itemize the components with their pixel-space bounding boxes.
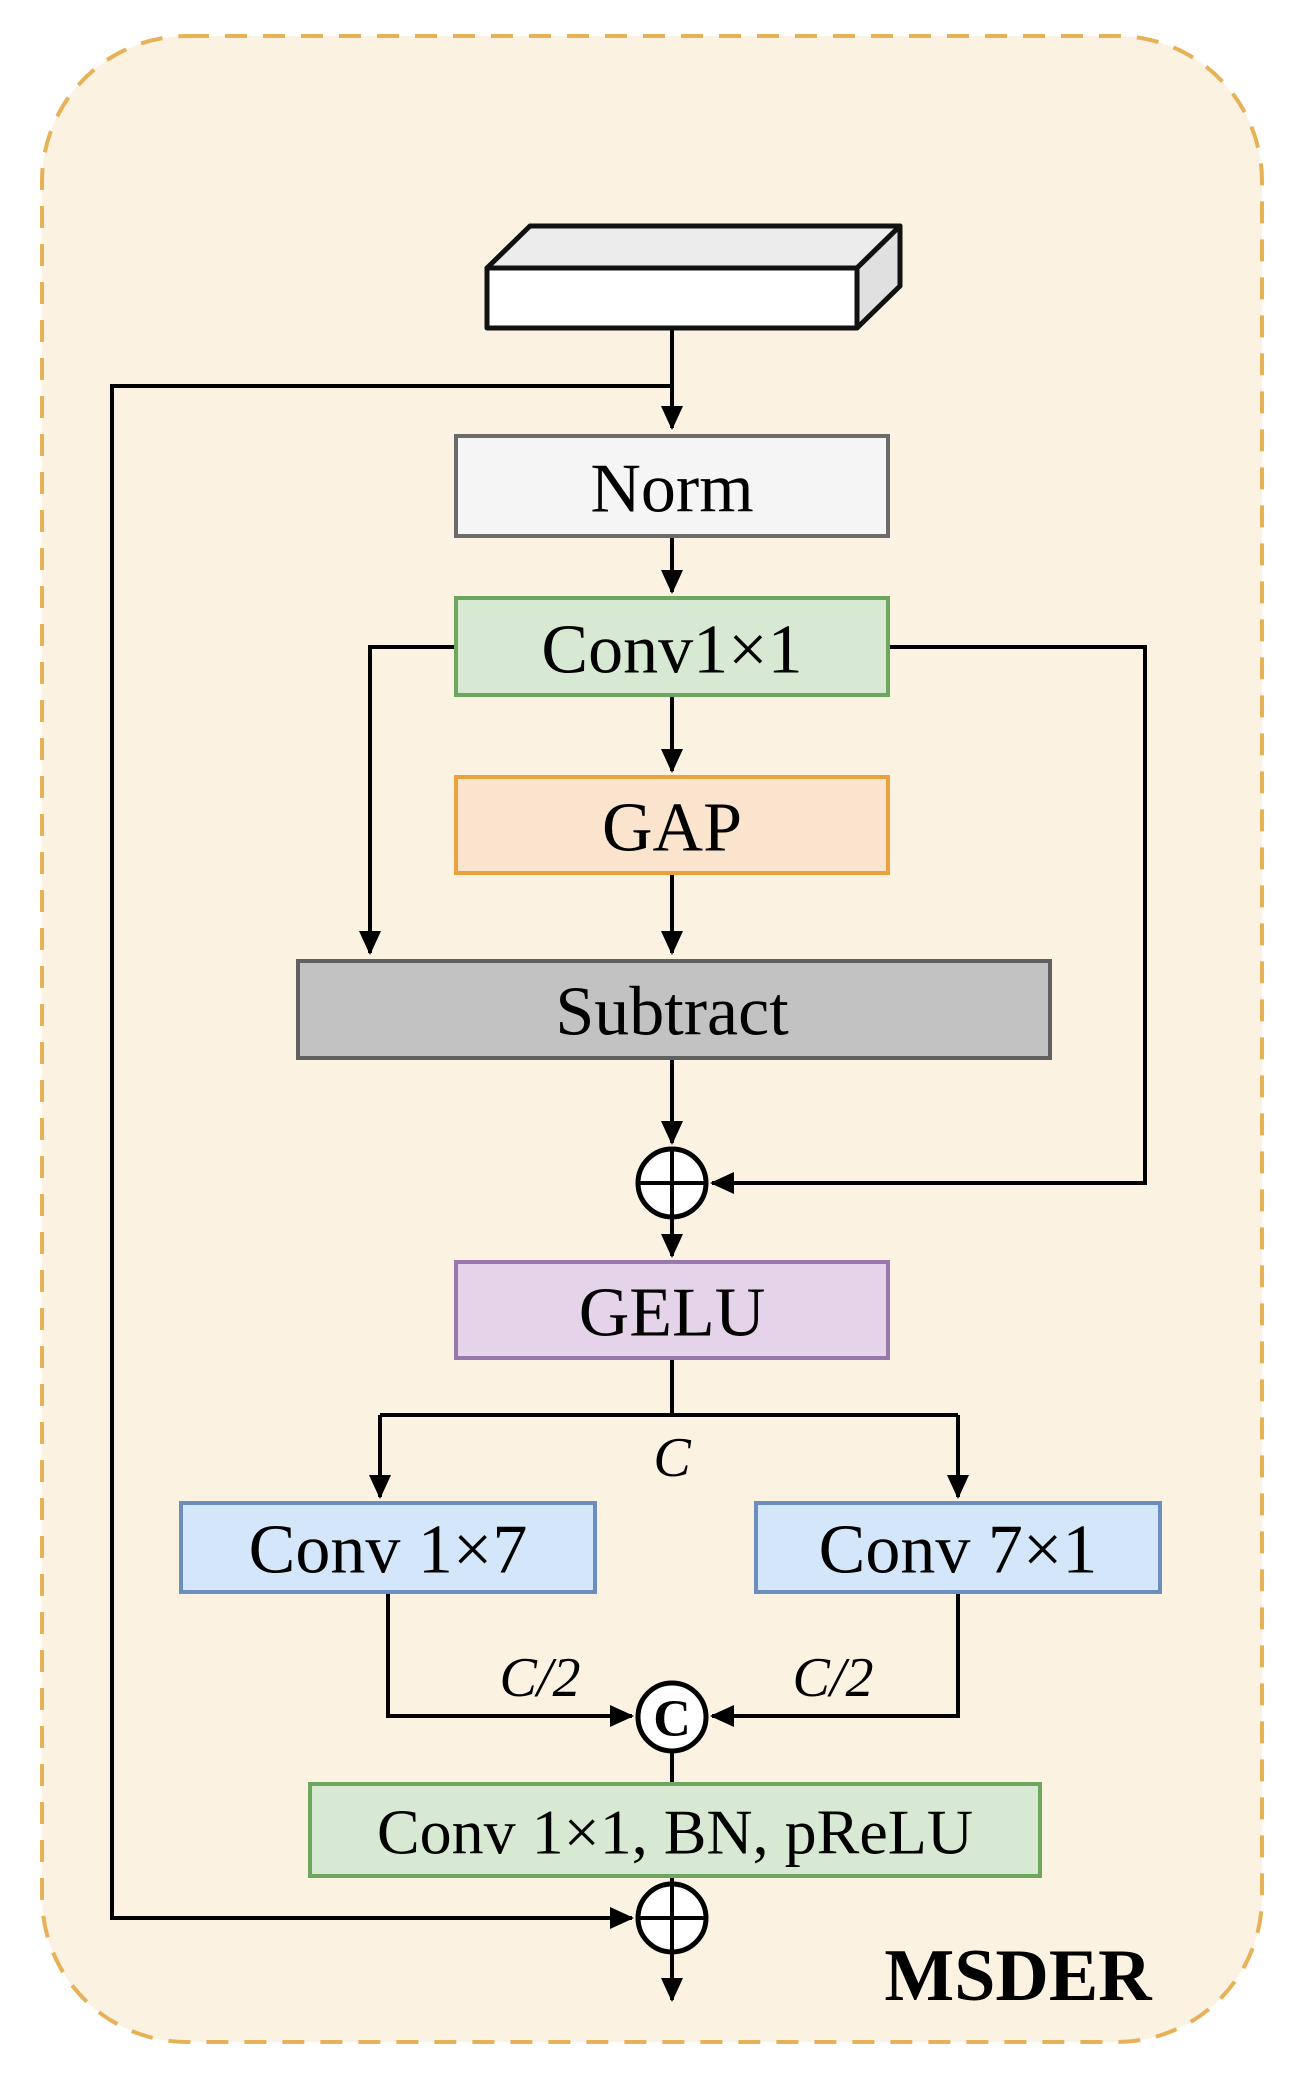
edge-conv1x7-to-concat <box>386 1592 634 1727</box>
add-operator-2 <box>635 1881 709 1955</box>
node-norm-label: Norm <box>590 451 753 528</box>
node-conv1x7-label: Conv 1×7 <box>249 1512 528 1589</box>
node-conv7x1: Conv 7×1 <box>754 1501 1162 1594</box>
node-subtract-label: Subtract <box>555 974 789 1051</box>
plus-icon <box>638 1884 706 1952</box>
concat-operator: C <box>635 1680 709 1754</box>
module-title: MSDER <box>884 1935 1153 2017</box>
node-conv-bn-prelu-label: Conv 1×1, BN, pReLU <box>377 1797 973 1868</box>
add-operator-1 <box>635 1146 709 1220</box>
edge-gelu-split-bar <box>380 1358 958 1417</box>
node-gap-label: GAP <box>602 790 742 867</box>
node-conv1x1: Conv1×1 <box>454 596 890 697</box>
node-subtract: Subtract <box>296 959 1052 1060</box>
node-norm: Norm <box>454 434 890 538</box>
input-tensor-front-face <box>484 265 860 331</box>
node-conv7x1-label: Conv 7×1 <box>819 1512 1098 1589</box>
node-gelu: GELU <box>454 1260 890 1360</box>
concat-operator-label: C <box>653 1691 691 1748</box>
input-tensor <box>484 223 903 331</box>
edge-conv7x1-to-concat <box>710 1592 960 1727</box>
node-conv-bn-prelu: Conv 1×1, BN, pReLU <box>308 1782 1042 1878</box>
node-conv1x7: Conv 1×7 <box>179 1501 597 1594</box>
edge-label-half-channels-right: C/2 <box>793 1647 874 1709</box>
edge-label-half-channels-left: C/2 <box>500 1647 581 1709</box>
edge-conv1x1-to-subtract <box>359 645 456 955</box>
node-gelu-label: GELU <box>579 1275 766 1352</box>
edge-residual-skip-left <box>110 384 672 1929</box>
input-tensor-top-face <box>484 223 903 271</box>
edge-label-channels: C <box>653 1427 691 1489</box>
node-conv1x1-label: Conv1×1 <box>541 612 802 689</box>
edge-conv1x1-to-add1 <box>710 645 1147 1194</box>
node-gap: GAP <box>454 775 890 875</box>
plus-icon <box>638 1149 706 1217</box>
